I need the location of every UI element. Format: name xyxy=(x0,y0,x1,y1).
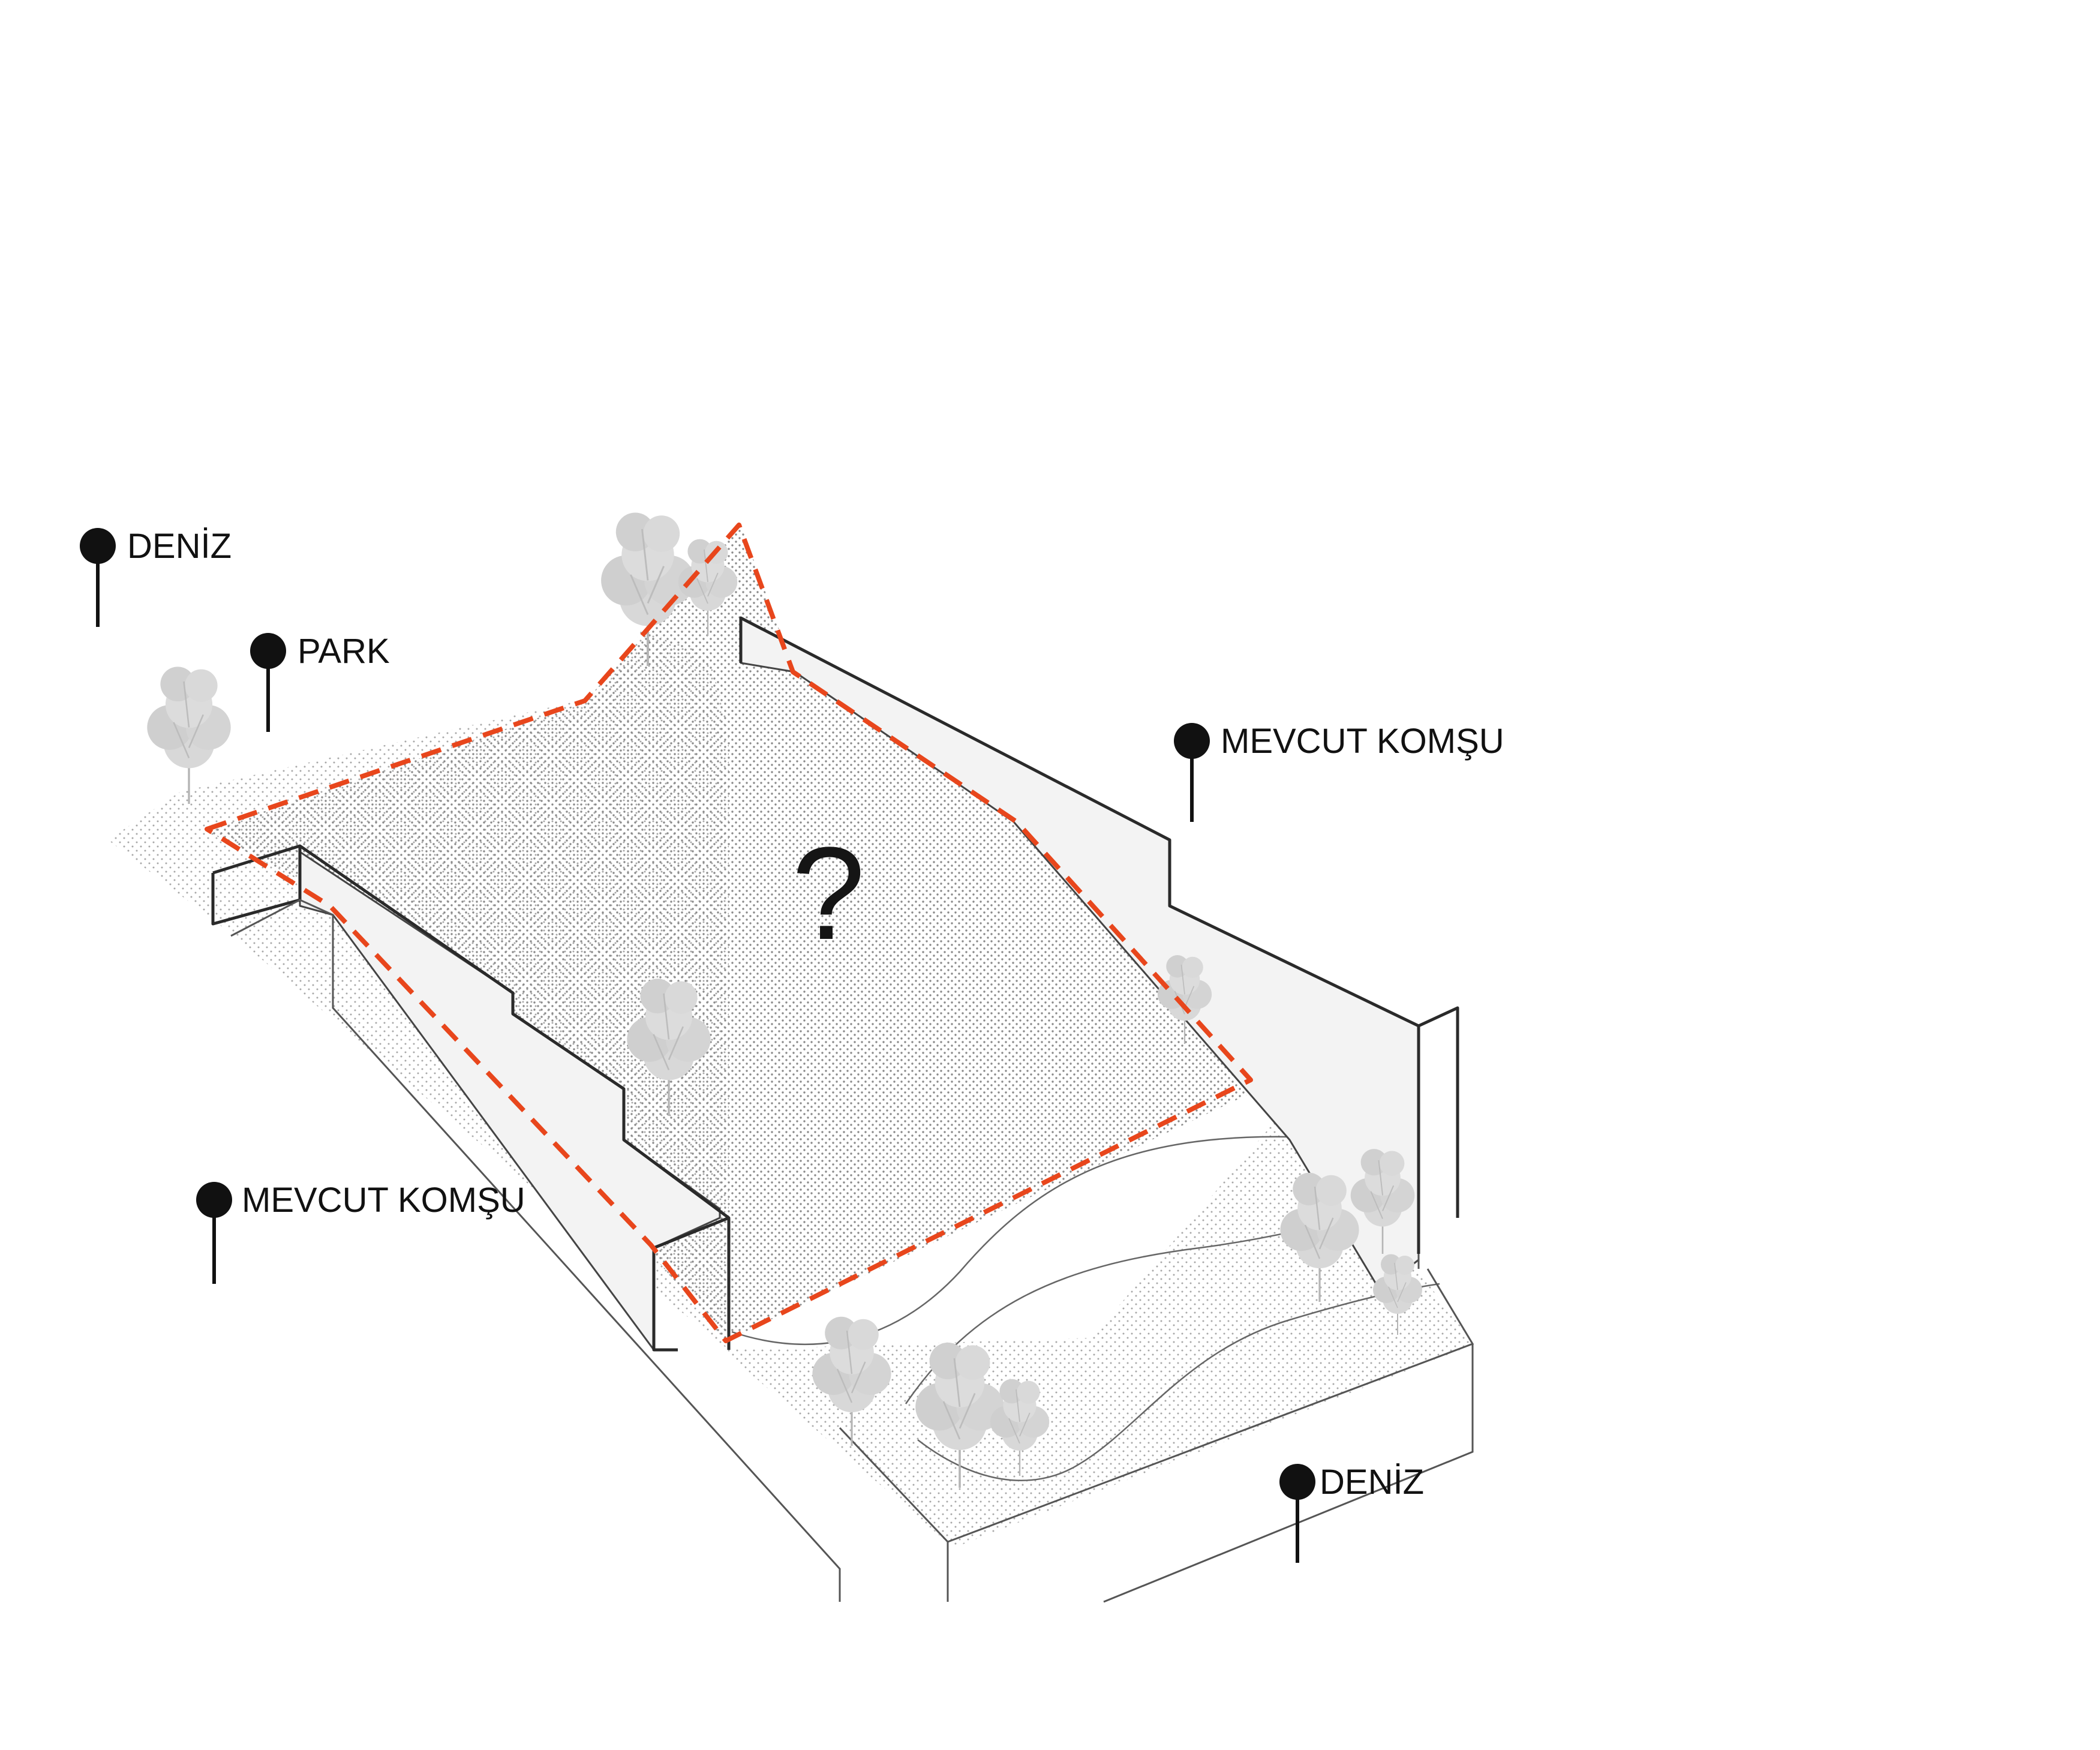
site-boundary xyxy=(205,523,1253,1343)
contour-1 xyxy=(731,1136,1290,1345)
pin-deniz-top: DENİZ xyxy=(80,527,232,627)
pin-mevcut-komsu-left: MEVCUT KOMŞU xyxy=(196,1181,525,1284)
neighbor-wall-left-end xyxy=(211,846,302,926)
location-pin-icon xyxy=(1279,1464,1315,1500)
neighbor-wall-left xyxy=(211,844,841,1602)
question-mark: ? xyxy=(792,820,865,967)
label-park: PARK xyxy=(298,632,390,671)
location-pin-icon xyxy=(80,528,116,564)
pin-deniz-bottom: DENİZ xyxy=(1279,1463,1424,1563)
site-surface xyxy=(207,525,1254,1341)
location-pin-icon xyxy=(196,1182,232,1218)
platform-right-side xyxy=(1103,1344,1474,1603)
neighbor-wall-right-end xyxy=(1417,1006,1459,1218)
neighbor-left-ground-edge xyxy=(230,899,841,1602)
label-mevcut-komsu-left: MEVCUT KOMŞU xyxy=(242,1181,525,1220)
label-deniz-bottom: DENİZ xyxy=(1320,1463,1424,1502)
sea-edge-block xyxy=(839,1268,1474,1603)
platform-front-left xyxy=(839,1427,949,1602)
neighbor-wall-left-return xyxy=(652,1216,729,1352)
pin-park: PARK xyxy=(250,632,390,732)
pin-mevcut-komsu-right: MEVCUT KOMŞU xyxy=(1174,722,1504,822)
neighbor-wall-left-top xyxy=(212,844,731,1350)
label-deniz-top: DENİZ xyxy=(127,527,232,566)
label-mevcut-komsu-right: MEVCUT KOMŞU xyxy=(1221,722,1504,761)
location-pin-icon xyxy=(1174,723,1210,759)
contour-3 xyxy=(917,1283,1440,1482)
location-pin-icon xyxy=(250,633,286,669)
neighbor-wall-right-top xyxy=(739,616,1420,1254)
